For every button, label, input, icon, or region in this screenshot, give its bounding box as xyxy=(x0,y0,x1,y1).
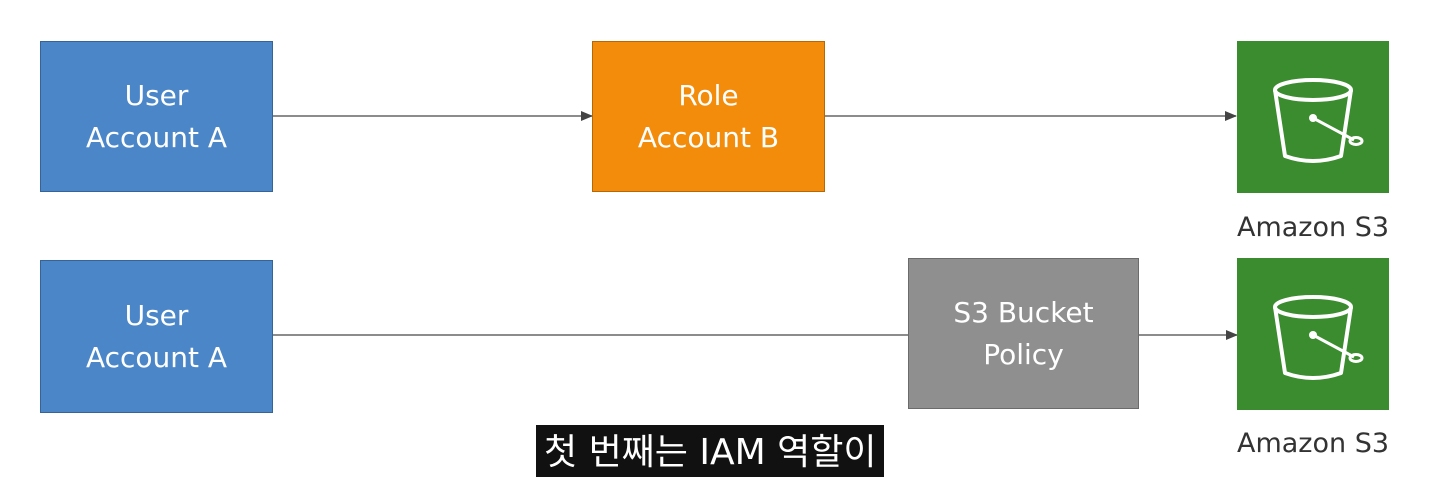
role-box-line1: Role xyxy=(678,78,739,112)
amazon-s3-tile-row1 xyxy=(1237,41,1389,193)
role-box-line2: Account B xyxy=(637,120,780,154)
user-box-line1: User xyxy=(124,298,189,332)
role-account-b-box: Role Account B xyxy=(592,41,825,192)
user-account-a-box-row1: User Account A xyxy=(40,41,273,192)
s3-bucket-policy-box: S3 Bucket Policy xyxy=(908,258,1139,409)
amazon-s3-label-row2: Amazon S3 xyxy=(1236,428,1390,459)
policy-box-line2: Policy xyxy=(983,337,1064,371)
user-box-line2: Account A xyxy=(85,120,228,154)
user-box-line2: Account A xyxy=(85,340,228,374)
user-account-a-box-row2: User Account A xyxy=(40,260,273,413)
policy-box-line1: S3 Bucket xyxy=(953,295,1094,329)
s3-bucket-icon xyxy=(1273,78,1364,163)
amazon-s3-tile-row2 xyxy=(1237,258,1389,410)
user-box-line1: User xyxy=(124,78,189,112)
amazon-s3-label-row1: Amazon S3 xyxy=(1236,212,1390,243)
video-subtitle: 첫 번째는 IAM 역할이 xyxy=(536,425,885,477)
s3-bucket-icon xyxy=(1273,295,1364,380)
